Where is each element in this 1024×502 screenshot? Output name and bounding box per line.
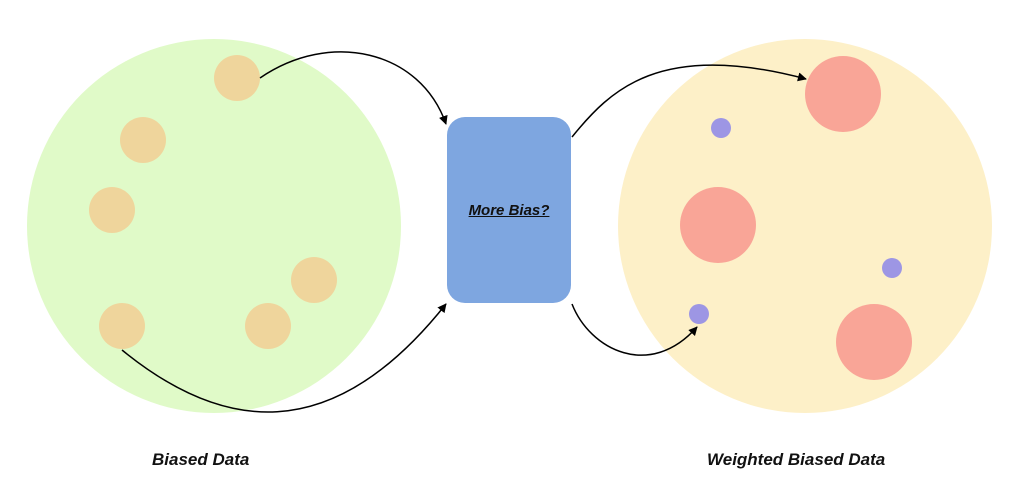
biased-data-caption: Biased Data	[152, 450, 250, 469]
arrow-box-to-bottom-right	[571, 303, 698, 356]
weighted-large-point-1	[805, 56, 881, 132]
weighted-large-point-3	[836, 304, 912, 380]
biased-data-point-4	[291, 257, 337, 303]
biased-data-point-3	[89, 187, 135, 233]
weighted-small-point-2	[882, 258, 902, 278]
weighted-small-point-3	[689, 304, 709, 324]
weighted-large-point-2	[680, 187, 756, 263]
biased-data-point-6	[99, 303, 145, 349]
arrow-top-left-to-box	[259, 51, 448, 125]
biased-data-point-1	[214, 55, 260, 101]
arrow-box-to-top-right	[571, 64, 807, 138]
weighted-small-point-1	[711, 118, 731, 138]
weighted-data-circle	[618, 39, 992, 413]
biased-data-point-2	[120, 117, 166, 163]
biased-data-point-5	[245, 303, 291, 349]
biased-data-circle	[27, 39, 401, 413]
more-bias-box: More Bias?	[447, 117, 571, 303]
arrow-bottom-left-to-box	[121, 303, 447, 413]
weighted-biased-data-caption: Weighted Biased Data	[707, 450, 886, 469]
more-bias-label: More Bias?	[468, 201, 550, 219]
